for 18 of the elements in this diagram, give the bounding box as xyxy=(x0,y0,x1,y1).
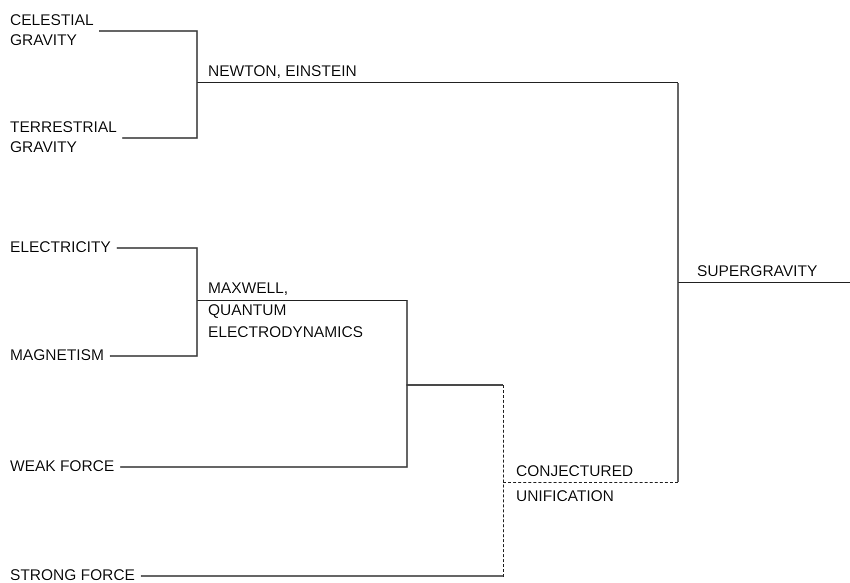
connector-line xyxy=(116,247,198,300)
connector-line xyxy=(677,283,679,482)
force-label: MAGNETISM xyxy=(10,346,110,366)
junction-label: NEWTON, EINSTEIN xyxy=(197,62,678,83)
force-label: STRONG FORCE xyxy=(10,566,141,583)
force-label: CELESTIAL GRAVITY xyxy=(10,11,99,51)
junction-label: SUPERGRAVITY xyxy=(678,262,850,283)
connector-line xyxy=(140,575,503,577)
connector-line xyxy=(677,83,679,283)
connector-line xyxy=(122,83,198,139)
connector-line xyxy=(110,300,198,357)
connector-line xyxy=(120,384,503,468)
connector-line xyxy=(99,30,198,83)
force-label: ELECTRICITY xyxy=(10,238,117,258)
junction-label: CONJECTURED UNIFICATION xyxy=(503,385,678,577)
force-label: WEAK FORCE xyxy=(10,457,120,477)
force-label: TERRESTRIAL GRAVITY xyxy=(10,118,122,158)
junction-label: MAXWELL, QUANTUM ELECTRODYNAMICS xyxy=(197,278,407,344)
